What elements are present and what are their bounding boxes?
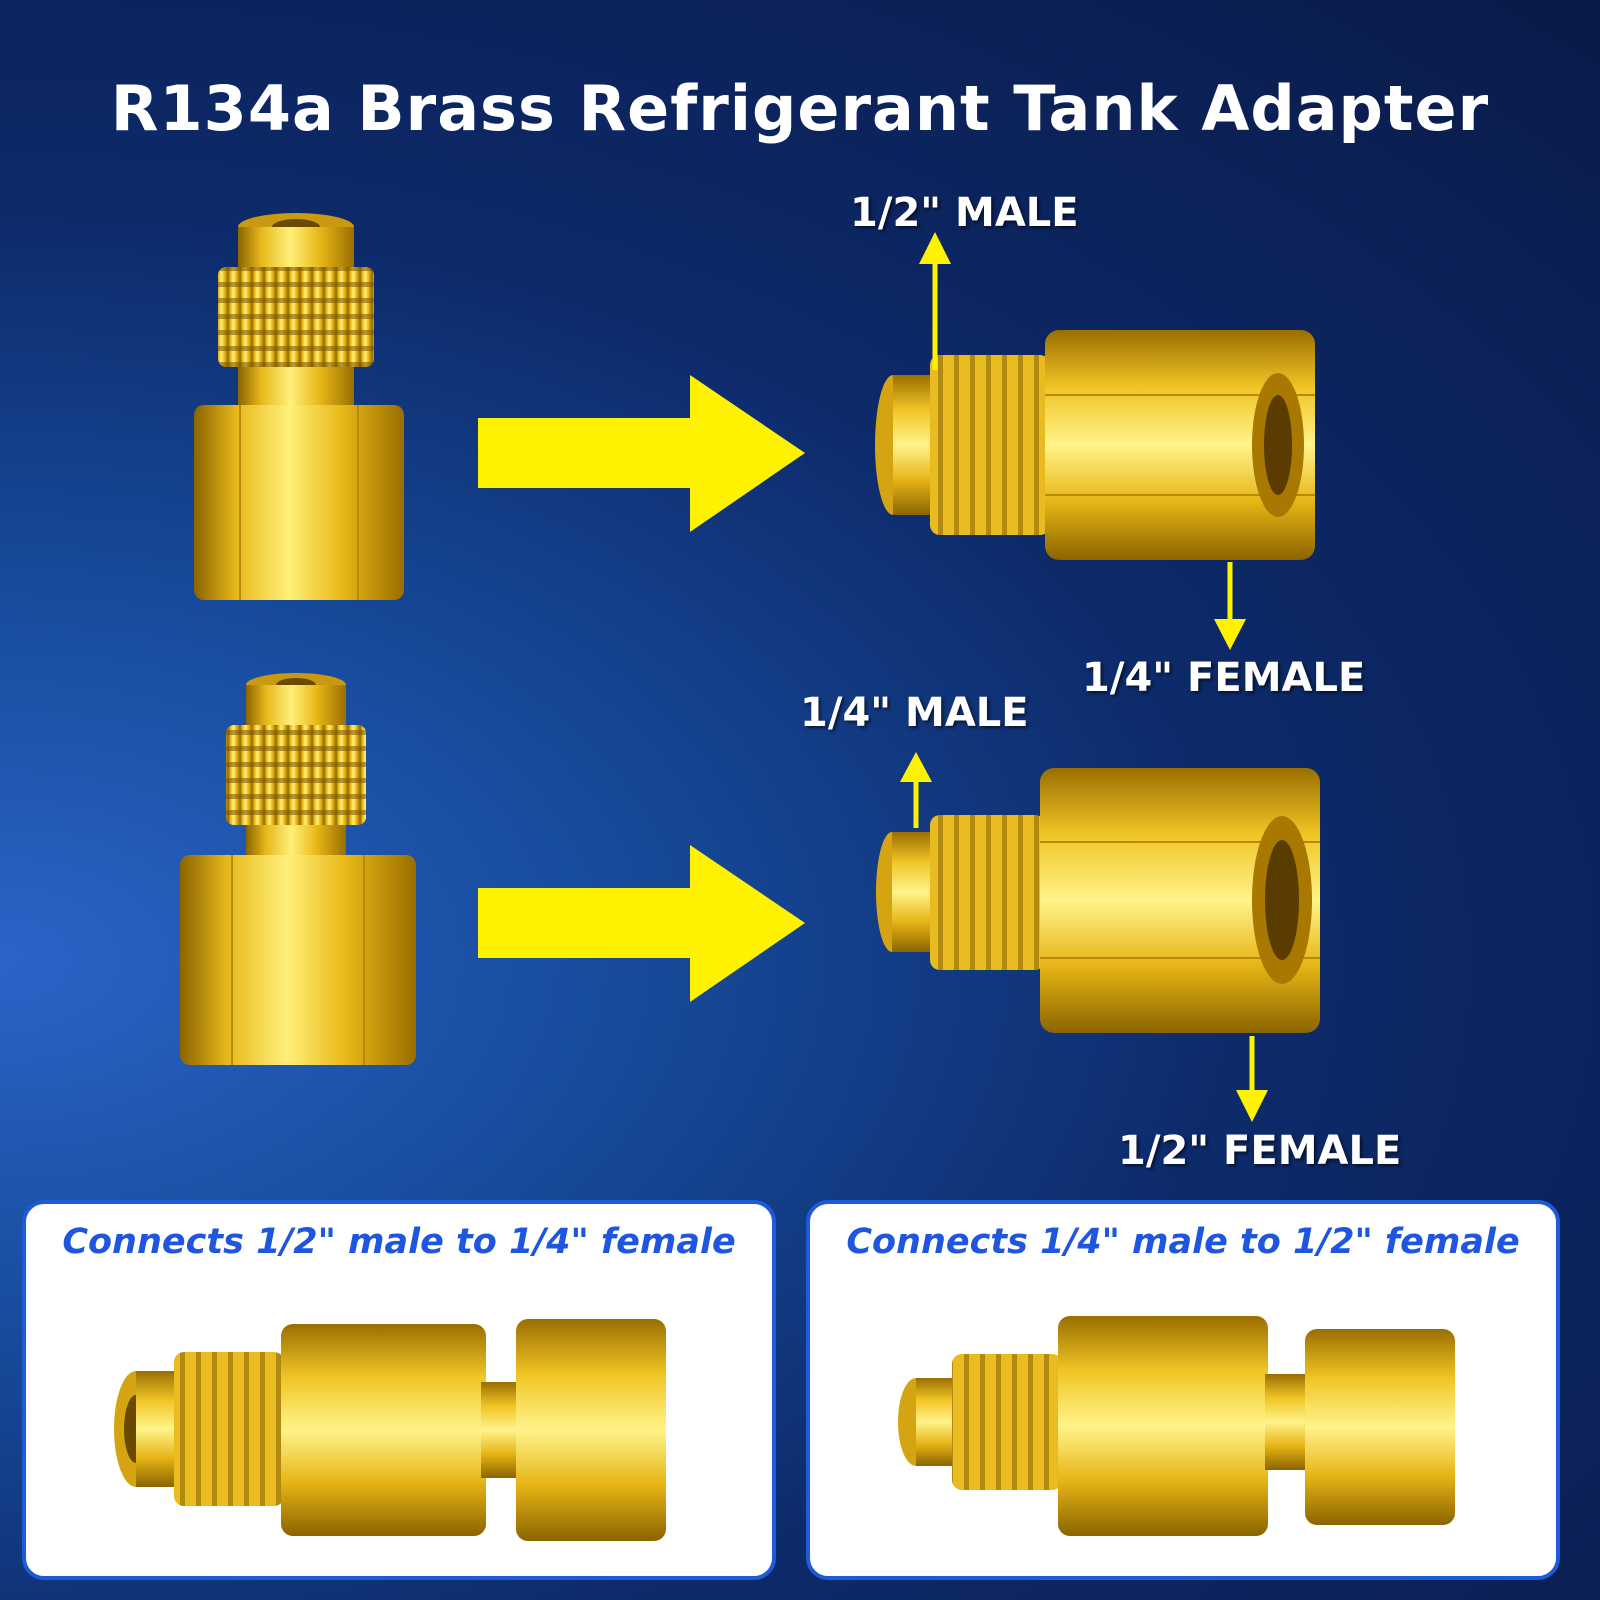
panel-adapter-image — [114, 1319, 666, 1541]
panel-caption: Connects 1/2" male to 1/4" female — [62, 1222, 736, 1262]
arrow-right-icon — [478, 845, 805, 1002]
adapter-top-left-image — [194, 213, 404, 600]
adapter-bottom-left-image — [180, 673, 416, 1065]
label-quarter-inch-male: 1/4" MALE — [800, 690, 1029, 736]
adapter-bottom-right-image — [876, 768, 1320, 1033]
panel-half-male-to-quarter-female: Connects 1/2" male to 1/4" female — [22, 1200, 776, 1580]
panel-quarter-male-to-half-female: Connects 1/4" male to 1/2" female — [806, 1200, 1560, 1580]
arrow-right-icon — [478, 375, 805, 532]
panel-adapter-image — [898, 1316, 1455, 1536]
page-title: R134a Brass Refrigerant Tank Adapter — [110, 72, 1490, 145]
label-half-inch-male: 1/2" MALE — [850, 190, 1079, 236]
label-quarter-inch-female: 1/4" FEMALE — [1082, 655, 1366, 701]
adapter-top-right-image — [875, 330, 1315, 560]
panel-caption: Connects 1/4" male to 1/2" female — [846, 1222, 1520, 1262]
label-half-inch-female: 1/2" FEMALE — [1118, 1128, 1402, 1174]
